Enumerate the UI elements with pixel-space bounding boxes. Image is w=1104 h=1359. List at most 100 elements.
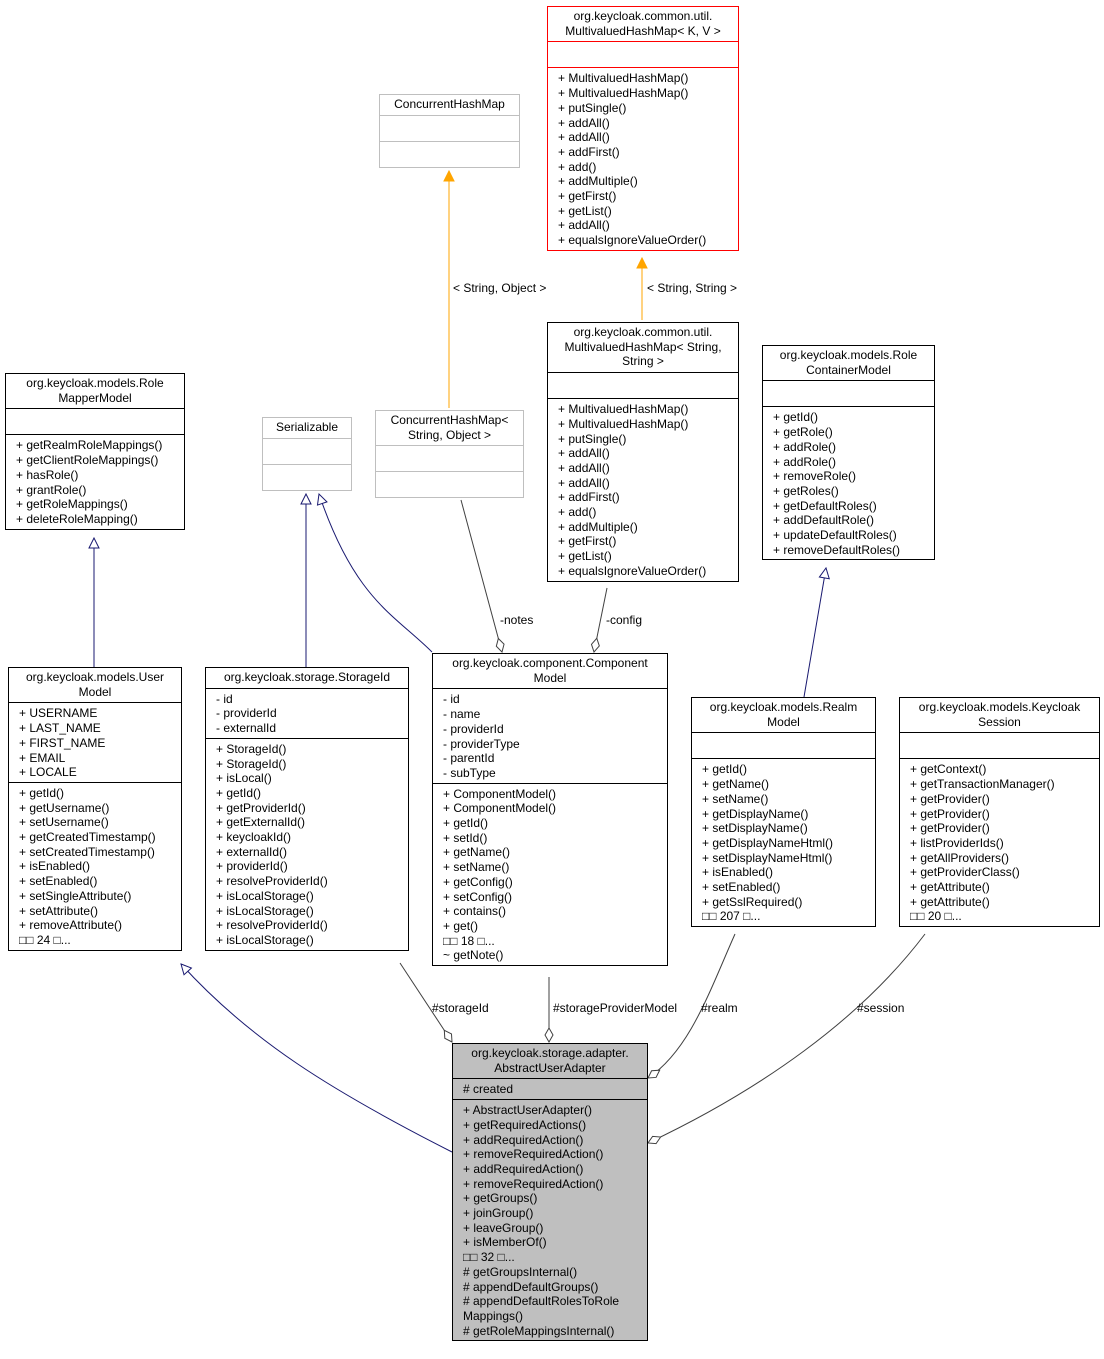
method-item[interactable]: □□ 20 □... xyxy=(910,909,962,924)
method-item[interactable]: + getAllProviders() xyxy=(910,850,1010,865)
attribute-item[interactable]: + LAST_NAME xyxy=(19,721,101,736)
class-storage-id[interactable]: org.keycloak.storage.StorageId- id- prov… xyxy=(205,667,409,951)
method-item[interactable]: + setId() xyxy=(443,830,488,845)
method-item[interactable]: + getName() xyxy=(702,777,770,792)
attribute-item[interactable]: - providerId xyxy=(443,721,504,736)
method-item[interactable]: + ComponentModel() xyxy=(443,801,557,816)
method-item[interactable]: + getRoleMappings() xyxy=(16,497,128,512)
method-item[interactable]: + addRole() xyxy=(773,439,837,454)
method-item[interactable]: + getRole() xyxy=(773,425,833,440)
method-item[interactable]: Mappings() xyxy=(463,1308,524,1323)
method-item[interactable]: + isLocalStorage() xyxy=(216,888,314,903)
method-item[interactable]: + addFirst() xyxy=(558,144,620,159)
attribute-item[interactable]: - providerId xyxy=(216,706,277,721)
method-item[interactable]: + setName() xyxy=(443,860,510,875)
method-item[interactable]: + getId() xyxy=(443,816,489,831)
method-item[interactable]: + setUsername() xyxy=(19,815,109,830)
method-item[interactable]: □□ 24 □... xyxy=(19,932,71,947)
method-item[interactable]: + removeDefaultRoles() xyxy=(773,542,901,557)
attribute-item[interactable]: + FIRST_NAME xyxy=(19,735,106,750)
method-item[interactable]: + addAll() xyxy=(558,446,610,461)
method-item[interactable]: + getSslRequired() xyxy=(702,894,803,909)
method-item[interactable]: # appendDefaultRolesToRole xyxy=(463,1294,620,1309)
method-item[interactable]: + MultivaluedHashMap() xyxy=(558,71,689,86)
attribute-item[interactable]: - id xyxy=(443,692,460,707)
class-multivalued-hashmap-kv[interactable]: org.keycloak.common.util.MultivaluedHash… xyxy=(547,6,739,251)
method-item[interactable]: + getId() xyxy=(702,762,748,777)
method-item[interactable]: + deleteRoleMapping() xyxy=(16,511,138,526)
method-item[interactable]: + getFirst() xyxy=(558,189,617,204)
attribute-item[interactable]: - providerType xyxy=(443,736,520,751)
method-item[interactable]: + setDisplayNameHtml() xyxy=(702,850,833,865)
method-item[interactable]: + StorageId() xyxy=(216,741,287,756)
method-item[interactable]: + getDefaultRoles() xyxy=(773,498,877,513)
method-item[interactable]: + getRoles() xyxy=(773,483,839,498)
method-item[interactable]: + isLocalStorage() xyxy=(216,903,314,918)
method-item[interactable]: + getProviderClass() xyxy=(910,865,1020,880)
method-item[interactable]: + addRequiredAction() xyxy=(463,1161,584,1176)
class-multivalued-hashmap-string-string[interactable]: org.keycloak.common.util.MultivaluedHash… xyxy=(547,322,739,582)
method-item[interactable]: + removeRole() xyxy=(773,469,857,484)
method-item[interactable]: + getCreatedTimestamp() xyxy=(19,830,156,845)
method-item[interactable]: + getName() xyxy=(443,845,511,860)
method-item[interactable]: + addAll() xyxy=(558,475,610,490)
method-item[interactable]: + getRequiredActions() xyxy=(463,1117,587,1132)
attribute-item[interactable]: + EMAIL xyxy=(19,750,66,765)
method-item[interactable]: + grantRole() xyxy=(16,482,87,497)
method-item[interactable]: + getList() xyxy=(558,549,612,564)
class-serializable[interactable]: Serializable xyxy=(262,417,352,491)
method-item[interactable]: + keycloakId() xyxy=(216,830,292,845)
method-item[interactable]: + leaveGroup() xyxy=(463,1220,544,1235)
method-item[interactable]: + getProvider() xyxy=(910,791,990,806)
attribute-item[interactable]: - subType xyxy=(443,765,496,780)
method-item[interactable]: + isMemberOf() xyxy=(463,1235,547,1250)
method-item[interactable]: + setCreatedTimestamp() xyxy=(19,844,155,859)
method-item[interactable]: + getDisplayName() xyxy=(702,806,809,821)
attribute-item[interactable]: - name xyxy=(443,707,481,722)
method-item[interactable]: ~ getNote() xyxy=(443,948,504,963)
method-item[interactable]: + hasRole() xyxy=(16,467,79,482)
method-item[interactable]: + equalsIgnoreValueOrder() xyxy=(558,563,707,578)
method-item[interactable]: + getGroups() xyxy=(463,1191,538,1206)
method-item[interactable]: + getContext() xyxy=(910,762,987,777)
method-item[interactable]: + addAll() xyxy=(558,218,610,233)
method-item[interactable]: + StorageId() xyxy=(216,756,287,771)
method-item[interactable]: + getId() xyxy=(773,410,819,425)
method-item[interactable]: + getId() xyxy=(216,785,262,800)
method-item[interactable]: + providerId() xyxy=(216,859,288,874)
method-item[interactable]: □□ 18 □... xyxy=(443,933,495,948)
method-item[interactable]: + getProvider() xyxy=(910,821,990,836)
method-item[interactable]: + MultivaluedHashMap() xyxy=(558,86,689,101)
method-item[interactable]: # appendDefaultGroups() xyxy=(463,1279,599,1294)
method-item[interactable]: + setAttribute() xyxy=(19,903,99,918)
method-item[interactable]: + joinGroup() xyxy=(463,1206,534,1221)
method-item[interactable]: + setConfig() xyxy=(443,889,513,904)
method-item[interactable]: + setName() xyxy=(702,791,769,806)
method-item[interactable]: + add() xyxy=(558,159,597,174)
method-item[interactable]: + addMultiple() xyxy=(558,519,638,534)
method-item[interactable]: □□ 207 □... xyxy=(702,909,761,924)
class-concurrent-hashmap-string-object[interactable]: ConcurrentHashMap<String, Object > xyxy=(375,410,524,499)
method-item[interactable]: + getUsername() xyxy=(19,800,110,815)
method-item[interactable]: + getProvider() xyxy=(910,806,990,821)
method-item[interactable]: + putSingle() xyxy=(558,431,627,446)
method-item[interactable]: + getExternalId() xyxy=(216,815,306,830)
method-item[interactable]: + removeRequiredAction() xyxy=(463,1176,604,1191)
method-item[interactable]: + addMultiple() xyxy=(558,174,638,189)
method-item[interactable]: + get() xyxy=(443,918,479,933)
method-item[interactable]: + isLocalStorage() xyxy=(216,932,314,947)
method-item[interactable]: + removeRequiredAction() xyxy=(463,1147,604,1162)
method-item[interactable]: + getProviderId() xyxy=(216,800,306,815)
method-item[interactable]: + getRealmRoleMappings() xyxy=(16,438,163,453)
attribute-item[interactable]: - id xyxy=(216,691,233,706)
method-item[interactable]: + resolveProviderId() xyxy=(216,918,328,933)
method-item[interactable]: + addAll() xyxy=(558,115,610,130)
method-item[interactable]: + setSingleAttribute() xyxy=(19,888,132,903)
method-item[interactable]: + resolveProviderId() xyxy=(216,874,328,889)
method-item[interactable]: + MultivaluedHashMap() xyxy=(558,416,689,431)
method-item[interactable]: + getTransactionManager() xyxy=(910,777,1055,792)
